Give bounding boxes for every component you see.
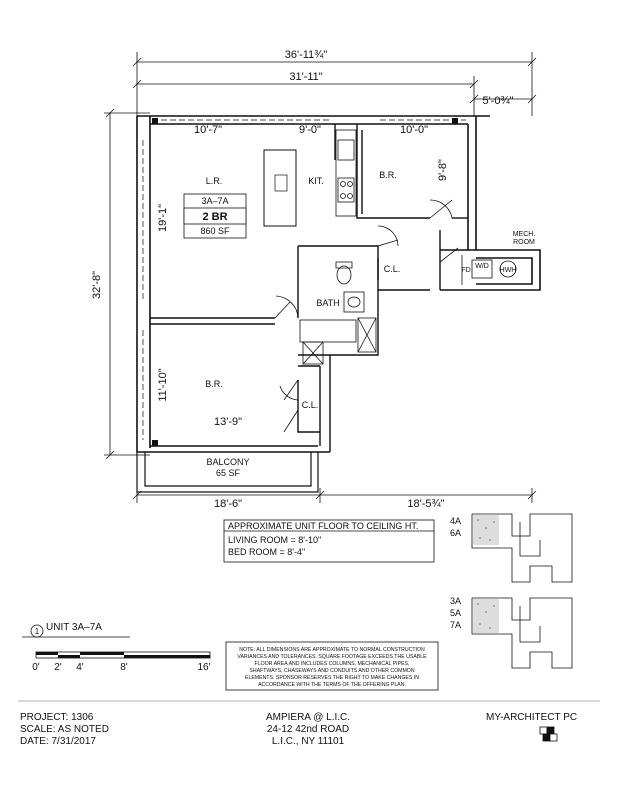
footer-architect-name: MY-ARCHITECT PC (486, 712, 578, 723)
label-balcony-area: 65 SF (216, 468, 241, 478)
label-bedroom-2: B.R. (205, 379, 223, 389)
label-living-room: L.R. (206, 176, 223, 186)
key-plan-upper-label-1: 4A (450, 516, 461, 526)
unit-type: 2 BR (202, 211, 227, 223)
scale-tick-4: 4' (76, 662, 84, 673)
top-dimension-lines (132, 52, 537, 120)
dim-br1-depth: 9'-8" (437, 159, 449, 181)
label-wd: W/D (475, 263, 489, 270)
key-plan-upper: 4A 6A (450, 513, 573, 583)
note-line-1: NOTE: ALL DIMENSIONS ARE APPROXIMATE TO … (239, 647, 425, 653)
bottom-dimension-lines (132, 488, 537, 503)
ceiling-living: LIVING ROOM = 8'-10" (228, 535, 321, 545)
ceiling-title: APPROXIMATE UNIT FLOOR TO CEILING HT. (228, 521, 418, 531)
label-mech-2: ROOM (513, 239, 535, 246)
key-plan-lower-label-3: 7A (450, 620, 461, 630)
dim-br2-width: 13'-9" (214, 416, 242, 428)
footer-architect: MY-ARCHITECT PC (486, 712, 577, 724)
unit-title-number: 1 (35, 627, 40, 636)
dim-lr-depth: 19'-1" (157, 204, 169, 232)
dim-bottom-left: 18'-6" (214, 498, 242, 510)
bath-fixtures (299, 261, 377, 365)
key-plan-lower-label-1: 3A (450, 596, 461, 606)
key-plan-lower-label-2: 5A (450, 608, 461, 618)
left-dimension-line (104, 108, 150, 460)
doors (274, 199, 459, 433)
dim-bottom-right: 18'-5¾" (407, 498, 444, 510)
footer-project-info: PROJECT: 1306 SCALE: AS NOTED DATE: 7/31… (20, 712, 109, 748)
note-line-3: FLOOR AREA AND INCLUDES COLUMNS, MECHANI… (255, 661, 410, 667)
note-line-5: ELEMENTS. SPONSOR RESERVES THE RIGHT TO … (245, 675, 419, 681)
scale-tick-2: 2' (54, 662, 62, 673)
balcony-outline (136, 452, 319, 493)
dim-overall-width: 36'-11¾" (285, 49, 328, 61)
ceiling-height-box: APPROXIMATE UNIT FLOOR TO CEILING HT. LI… (223, 519, 435, 563)
interior-walls (150, 124, 468, 452)
dim-br2-depth: 11'-10" (157, 368, 169, 401)
dim-height-total: 32'-8" (91, 271, 103, 299)
note-line-4: SHAFTWAYS, CHASEWAYS AND CONDUITS AND OT… (249, 668, 414, 674)
unit-number: 3A–7A (201, 196, 228, 206)
note-line-6: ACCORDANCE WITH THE TERMS OF THE OFFERIN… (258, 682, 406, 688)
note-line-2: VARIANCES AND TOLERANCES. SQUARE FOOTAGE… (237, 654, 427, 660)
unit-title: 1 UNIT 3A–7A (22, 622, 130, 638)
scale-tick-0: 0' (32, 662, 40, 673)
label-closet-1: C.L. (384, 264, 401, 274)
dim-br1-width: 10'-0" (400, 124, 428, 136)
column-marks (152, 118, 458, 446)
kitchen-island (263, 149, 297, 227)
key-plan-lower: 3A 5A 7A (450, 596, 573, 669)
exterior-walls (136, 115, 541, 453)
note-box: NOTE: ALL DIMENSIONS ARE APPROXIMATE TO … (225, 641, 439, 691)
unit-title-label: UNIT 3A–7A (46, 622, 102, 633)
label-closet-2: C.L. (302, 400, 319, 410)
unit-info-box: 3A–7A 2 BR 860 SF (183, 193, 247, 239)
footer-building-name: AMPIERA @ L.I.C. (265, 712, 351, 723)
kitchen-sink (274, 174, 288, 192)
key-plan-upper-label-2: 6A (450, 528, 461, 538)
label-mech-1: MECH. (513, 231, 536, 238)
ceiling-bedroom: BED ROOM = 8'-4" (228, 547, 305, 557)
footer-building-info: AMPIERA @ L.I.C. 24-12 42nd ROAD L.I.C.,… (238, 712, 378, 748)
kitchen-counter (335, 129, 357, 217)
label-hwh: HWH (500, 267, 517, 274)
footer-project: PROJECT: 1306 (20, 712, 94, 723)
scale-tick-8: 8' (120, 662, 128, 673)
windows (142, 119, 466, 440)
scale-bar: 0' 2' 4' 8' 16' (32, 651, 211, 673)
dim-mech-width: 5'-0¾" (482, 95, 513, 107)
label-balcony: BALCONY (206, 457, 249, 467)
label-bath: BATH (316, 298, 339, 308)
dim-kit-width: 9'-0" (299, 124, 321, 136)
footer-address-1: 24-12 42nd ROAD (266, 724, 350, 735)
footer-date: DATE: 7/31/2017 (20, 736, 96, 747)
unit-area: 860 SF (200, 226, 230, 236)
dim-lr-width: 10'-7" (194, 124, 222, 136)
mech-fixtures (461, 255, 517, 285)
footer-scale: SCALE: AS NOTED (20, 724, 109, 735)
label-fd: FD (461, 267, 470, 274)
label-bedroom-1: B.R. (379, 170, 397, 180)
architect-logo (539, 726, 558, 742)
label-kitchen: KIT. (308, 176, 324, 186)
scale-tick-16: 16' (197, 662, 210, 673)
dim-main-width: 31'-11" (289, 71, 322, 83)
footer-address-2: L.I.C., NY 11101 (271, 736, 345, 747)
